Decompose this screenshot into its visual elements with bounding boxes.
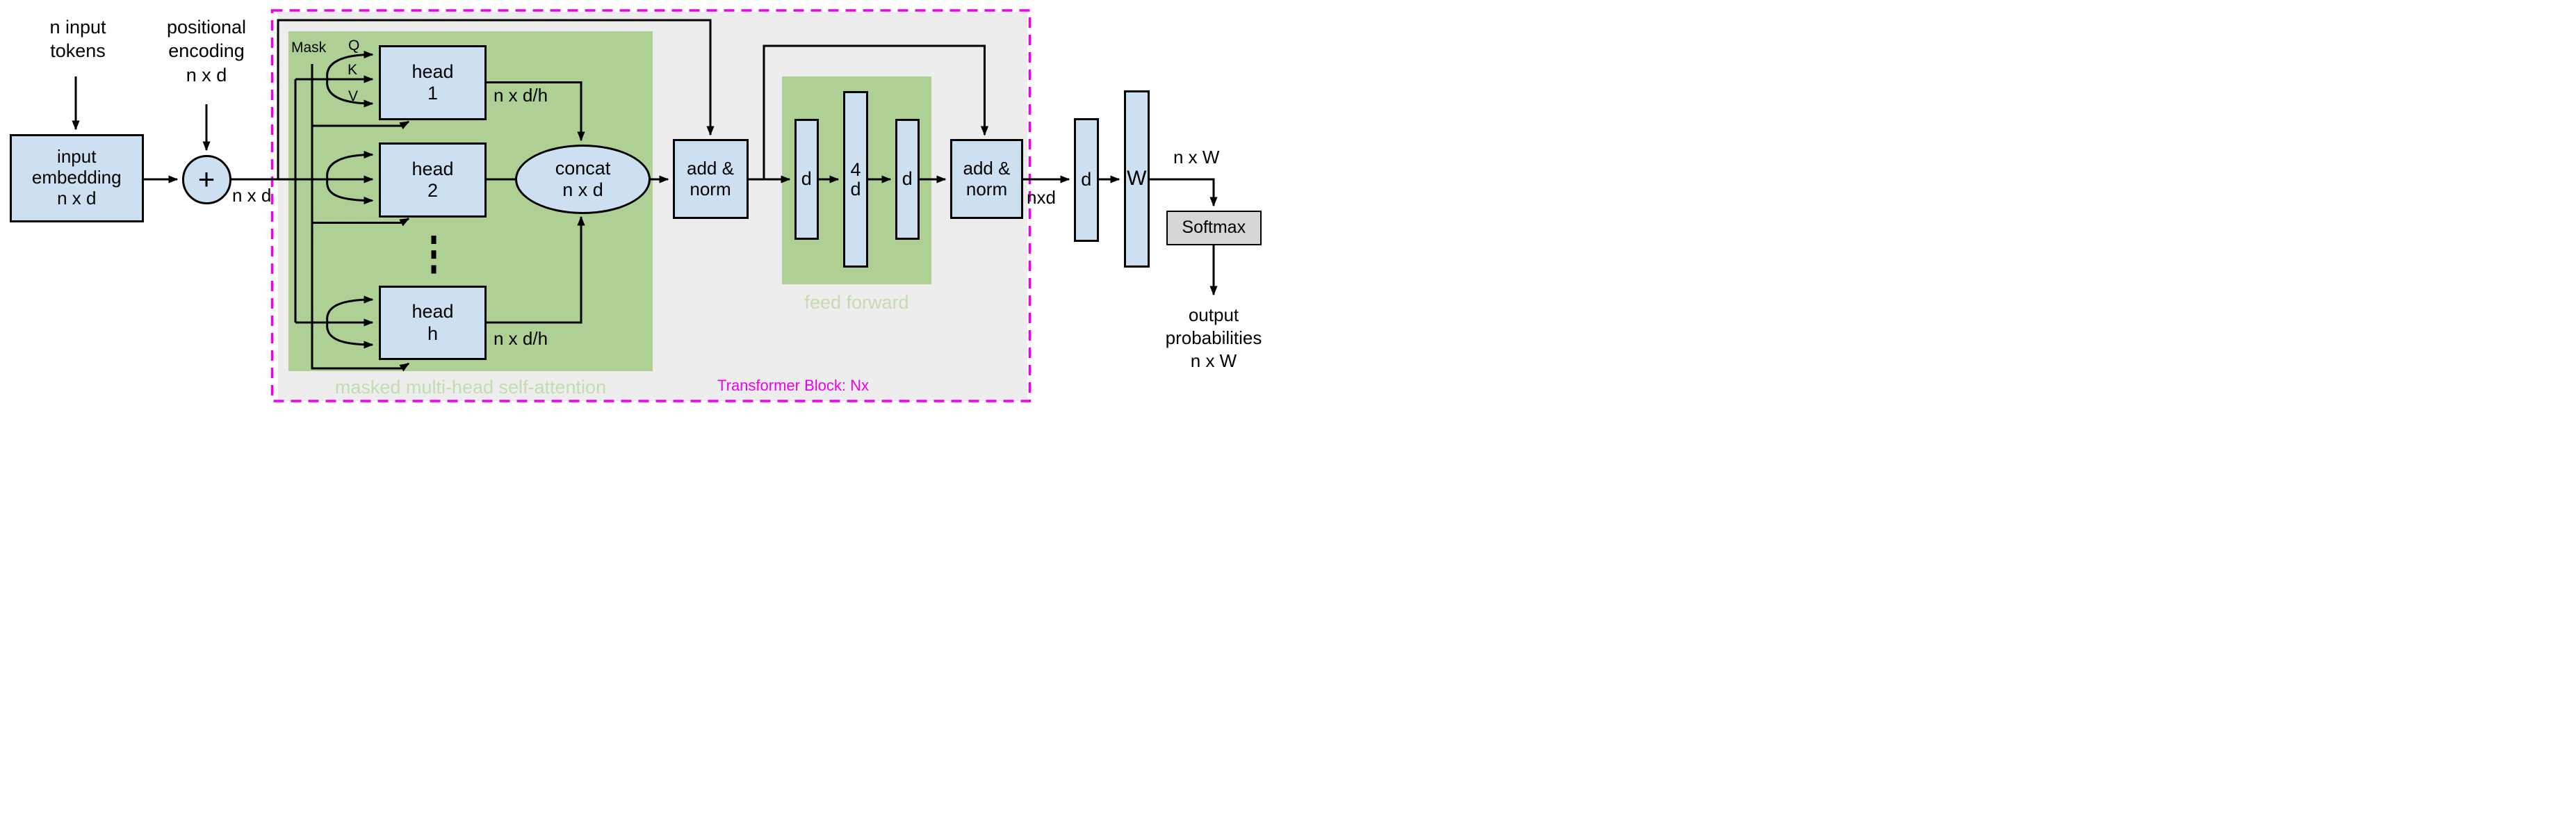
head-2-box: head 2: [379, 142, 487, 218]
nxd-after-plus-label: n x d: [232, 185, 272, 206]
attention-caption: masked multi-head self-attention: [334, 377, 607, 398]
add-norm-1-box: add & norm: [672, 139, 749, 219]
add-norm-2-box: add & norm: [950, 139, 1023, 219]
positional-encoding-label: positional encoding n x d: [166, 17, 247, 85]
output-d-bar: d: [1073, 118, 1099, 242]
output-w-bar: W: [1124, 90, 1150, 268]
nxw-top-label: n x W: [1173, 147, 1220, 168]
input-tokens-label: n input tokens: [49, 17, 106, 62]
softmax-box: Softmax: [1166, 210, 1262, 245]
nxdh-bottom-label: n x d/h: [494, 328, 548, 349]
arrow-w-to-softmax: [1149, 178, 1218, 207]
k-label: K: [348, 62, 358, 78]
head-h-box: head h: [379, 286, 487, 360]
v-label: V: [348, 88, 359, 104]
nxd-out-label: nxd: [1027, 187, 1056, 208]
head-1-box: head 1: [379, 45, 487, 120]
ff-4d-bar: 4 d: [843, 91, 868, 268]
transformer-architecture-diagram: input embedding n x d + head 1 head 2 he…: [0, 0, 1288, 413]
feed-forward-caption: feed forward: [804, 292, 909, 313]
mask-label: Mask: [291, 40, 327, 56]
nxdh-top-label: n x d/h: [494, 85, 548, 106]
input-embedding-box: input embedding n x d: [9, 133, 144, 222]
ff-d-in-bar: d: [794, 119, 819, 240]
transformer-block-caption: Transformer Block: Nx: [717, 377, 870, 394]
plus-node: +: [181, 154, 231, 204]
output-probabilities-label: output probabilities n x W: [1165, 304, 1262, 372]
concat-node: concat n x d: [515, 145, 651, 214]
ff-d-out-bar: d: [895, 119, 920, 240]
q-label: Q: [348, 38, 360, 54]
